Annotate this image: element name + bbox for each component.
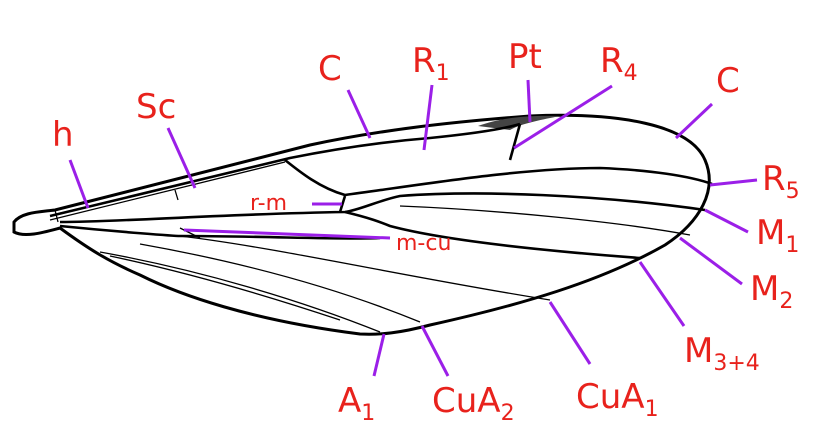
label-mcu: m-cu	[396, 231, 451, 256]
pointer-mcu	[183, 228, 391, 240]
label-m1-main: M	[756, 213, 785, 253]
vein-m	[59, 192, 706, 224]
label-r4-sub: 4	[624, 61, 638, 86]
pointer-m34	[638, 261, 686, 327]
label-r5: R5	[762, 159, 800, 204]
label-m2: M2	[750, 269, 793, 314]
label-cua1: CuA1	[576, 377, 659, 422]
pointer-a1	[372, 333, 386, 377]
pointer-sc	[166, 127, 197, 189]
label-h: h	[52, 115, 74, 155]
pointer-m1	[704, 208, 749, 234]
label-r4: R4	[600, 41, 638, 86]
label-m2-sub: 2	[779, 289, 793, 314]
pointer-r5	[709, 178, 758, 187]
pointer-r1	[422, 84, 434, 151]
label-cua2-main: CuA	[432, 381, 501, 421]
pointer-cua1	[548, 301, 592, 365]
vein-sc	[49, 161, 286, 221]
label-r1-sub: 1	[436, 61, 450, 86]
vein-r4	[508, 123, 522, 161]
vein-a1	[99, 251, 381, 333]
label-r5-main: R	[762, 159, 786, 199]
pterostigma	[478, 115, 560, 130]
pointer-c-left	[346, 89, 372, 139]
label-m1-sub: 1	[785, 233, 799, 258]
pointer-h	[68, 159, 90, 209]
vein-cua2	[139, 243, 421, 323]
label-m34-main: M	[684, 331, 713, 371]
label-rm: r-m	[250, 191, 287, 216]
pointer-m2	[679, 236, 743, 286]
vein-a2	[109, 255, 341, 321]
label-m34-sub: 3+4	[713, 351, 759, 376]
label-m34: M3+4	[684, 331, 760, 376]
label-cua1-sub: 1	[645, 397, 659, 422]
vein-r1	[49, 122, 521, 218]
vein-rs	[284, 158, 713, 197]
pointer-c-right	[674, 102, 714, 140]
label-m2-main: M	[750, 269, 779, 309]
label-sc: Sc	[136, 87, 176, 127]
vein-sc-end	[174, 189, 179, 201]
vein-m1	[399, 205, 691, 236]
label-r1-main: R	[412, 41, 436, 81]
label-r1: R1	[412, 41, 450, 86]
pointer-pt	[526, 79, 532, 123]
label-cua2: CuA2	[432, 381, 515, 426]
vein-mcu	[179, 227, 201, 239]
label-a1-sub: 1	[361, 401, 375, 426]
label-a1-main: A	[338, 381, 361, 421]
label-m1: M1	[756, 213, 799, 258]
label-pt: Pt	[508, 37, 542, 77]
pointer-r4	[513, 84, 613, 150]
vein-h	[54, 209, 59, 223]
wing-outline	[12, 113, 711, 336]
label-cua1-main: CuA	[576, 377, 645, 417]
label-c-right: C	[716, 61, 740, 101]
pointer-cua2	[420, 325, 450, 377]
vein-cua1	[179, 235, 551, 301]
vein-m2-cell	[344, 210, 641, 260]
label-r5-sub: 5	[786, 179, 800, 204]
vein-rm	[338, 195, 347, 213]
label-a1: A1	[338, 381, 375, 426]
label-cua2-sub: 2	[501, 401, 515, 426]
label-c-left: C	[318, 49, 342, 89]
label-r4-main: R	[600, 41, 624, 81]
